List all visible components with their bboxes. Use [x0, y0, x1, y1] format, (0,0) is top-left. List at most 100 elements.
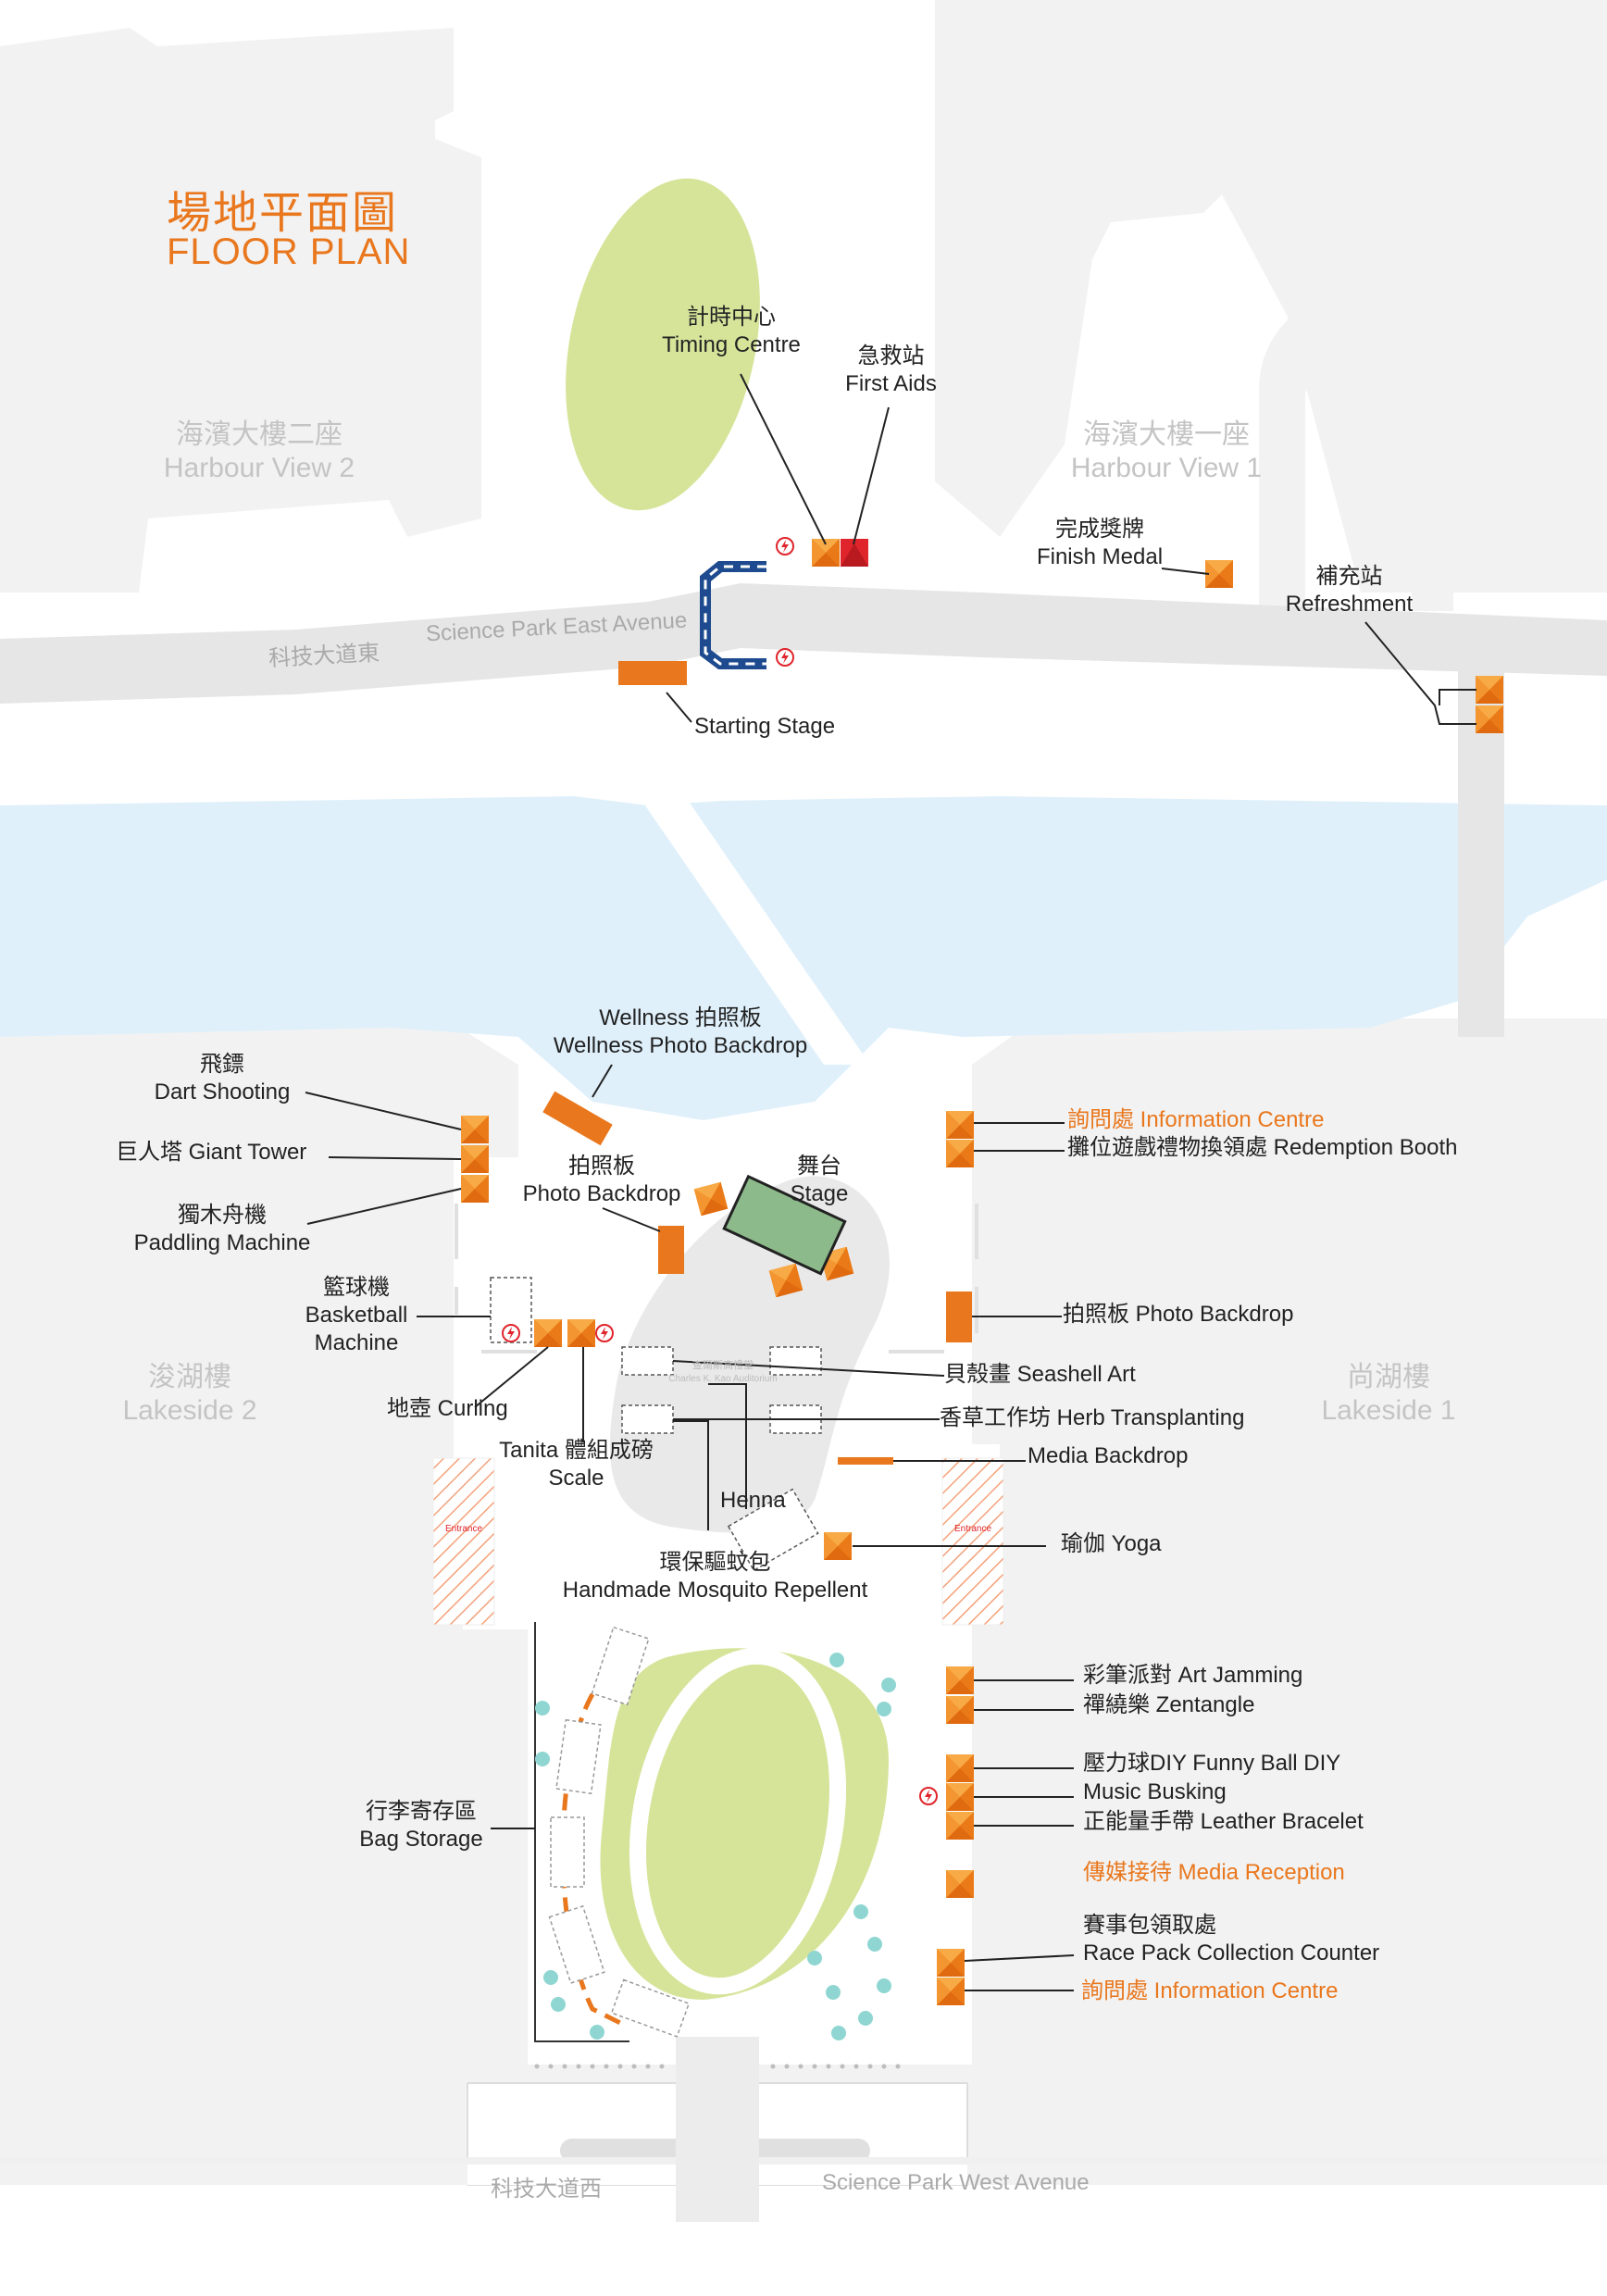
power-icon [919, 1787, 938, 1805]
label-media-reception: 傳媒接待 Media Reception [1083, 1860, 1345, 1885]
photo-backdrop-center-block [658, 1226, 684, 1274]
roads-layer [0, 583, 1607, 2222]
race-pack-booth [937, 1949, 965, 1977]
label-redemption-booth: 攤位遊戲禮物換領處 Redemption Booth [1067, 1135, 1458, 1160]
lower-garden [600, 1647, 889, 2000]
label-music-busking: Music Busking [1083, 1779, 1227, 1804]
bag-storage-area [534, 1622, 691, 2042]
label-photo-backdrop-right: 拍照板 Photo Backdrop [1063, 1302, 1294, 1327]
photo-backdrop-right-block [946, 1292, 972, 1342]
curling-booth [534, 1319, 562, 1347]
paddling-machine-booth [461, 1175, 489, 1203]
music-busking-booth [946, 1783, 974, 1811]
leader-lines [305, 373, 1476, 1991]
footpath-diagonal [639, 796, 870, 1065]
label-henna: Henna [720, 1488, 786, 1513]
building-harbour-view-2 [0, 28, 481, 593]
media-reception-booth [946, 1870, 974, 1898]
orange-blocks[interactable] [542, 1091, 972, 1465]
bag-shelf [591, 1626, 650, 1706]
road-east-avenue [0, 583, 1607, 704]
bag-shelf [550, 1816, 585, 1888]
funny-ball-booth [946, 1754, 974, 1782]
finish-medal-booth [1205, 560, 1233, 588]
road-east-branch [1458, 639, 1504, 1037]
label-starting-stage: Starting Stage [694, 714, 836, 739]
media-backdrop-block [838, 1457, 893, 1465]
start-gate [700, 561, 766, 669]
seashell-art-box [621, 1346, 674, 1376]
starting-stage-platform[interactable] [618, 661, 687, 685]
entrance-label-right: Entrance [954, 1524, 991, 1534]
power-icon [776, 537, 794, 555]
tanita-scale-booth [567, 1319, 595, 1347]
wellness-backdrop-block [542, 1091, 613, 1146]
bollards [534, 2064, 901, 2069]
label-curling: 地壺 Curling [387, 1396, 508, 1421]
buildings-layer [0, 0, 1607, 2186]
redemption-booth [946, 1140, 974, 1167]
entrance-left[interactable] [432, 1457, 495, 1626]
building-lakeside-1 [972, 1018, 1607, 2065]
plaza-walls [455, 1204, 978, 1354]
river [0, 796, 1607, 1120]
label-media-backdrop: Media Backdrop [1028, 1443, 1189, 1468]
booth-tiles[interactable] [461, 539, 1503, 2005]
power-icon [502, 1324, 520, 1342]
zentangle-booth [946, 1696, 974, 1724]
refreshment-booth [1476, 705, 1503, 733]
information-centre-booth [946, 1111, 974, 1139]
information-centre-booth-bottom [937, 1978, 965, 2005]
bag-shelf [548, 1904, 605, 1984]
arch-building [1259, 291, 1453, 611]
label-information-centre-top: 詢問處 Information Centre [1067, 1107, 1325, 1132]
entrance-right[interactable] [941, 1457, 1004, 1626]
bag-shelf [555, 1718, 602, 1795]
road-label-east-zh: 科技大道東 [268, 640, 380, 672]
stage-platform[interactable] [722, 1174, 847, 1276]
stage-side-booth [693, 1181, 729, 1217]
entrance-label-left: Entrance [445, 1524, 482, 1534]
road-label-west-en: Science Park West Avenue [822, 2170, 1090, 2195]
label-zentangle: 禪繞樂 Zentangle [1083, 1692, 1255, 1717]
page-title-en: FLOOR PLAN [167, 231, 411, 272]
ramp-box [727, 1488, 819, 1572]
white-ring [629, 1647, 847, 1995]
road-west-line [0, 2157, 1607, 2165]
leather-bracelet-booth [946, 1812, 974, 1840]
label-funny-ball: 壓力球DIY Funny Ball DIY [1083, 1751, 1341, 1776]
label-herb-transplanting: 香草工作坊 Herb Transplanting [940, 1405, 1245, 1430]
auditorium-label-en: Charles K. Kao Auditorium [668, 1374, 777, 1384]
road-label-west-zh: 科技大道西 [491, 2177, 602, 2202]
green-lawn-top [566, 178, 760, 511]
label-information-centre-bottom: 詢問處 Information Centre [1081, 1978, 1339, 2003]
art-jamming-booth [946, 1666, 974, 1694]
label-giant-tower: 巨人塔 Giant Tower [116, 1140, 307, 1165]
trees [535, 1653, 896, 2040]
label-leather-bracelet: 正能量手帶 Leather Bracelet [1083, 1809, 1364, 1834]
giant-tower-booth [461, 1145, 489, 1173]
refreshment-booth [1476, 676, 1503, 704]
label-seashell-art: 貝殼畫 Seashell Art [944, 1362, 1136, 1387]
power-icon [595, 1324, 614, 1342]
building-lakeside-2 [0, 1018, 528, 2065]
henna-box [769, 1346, 822, 1376]
